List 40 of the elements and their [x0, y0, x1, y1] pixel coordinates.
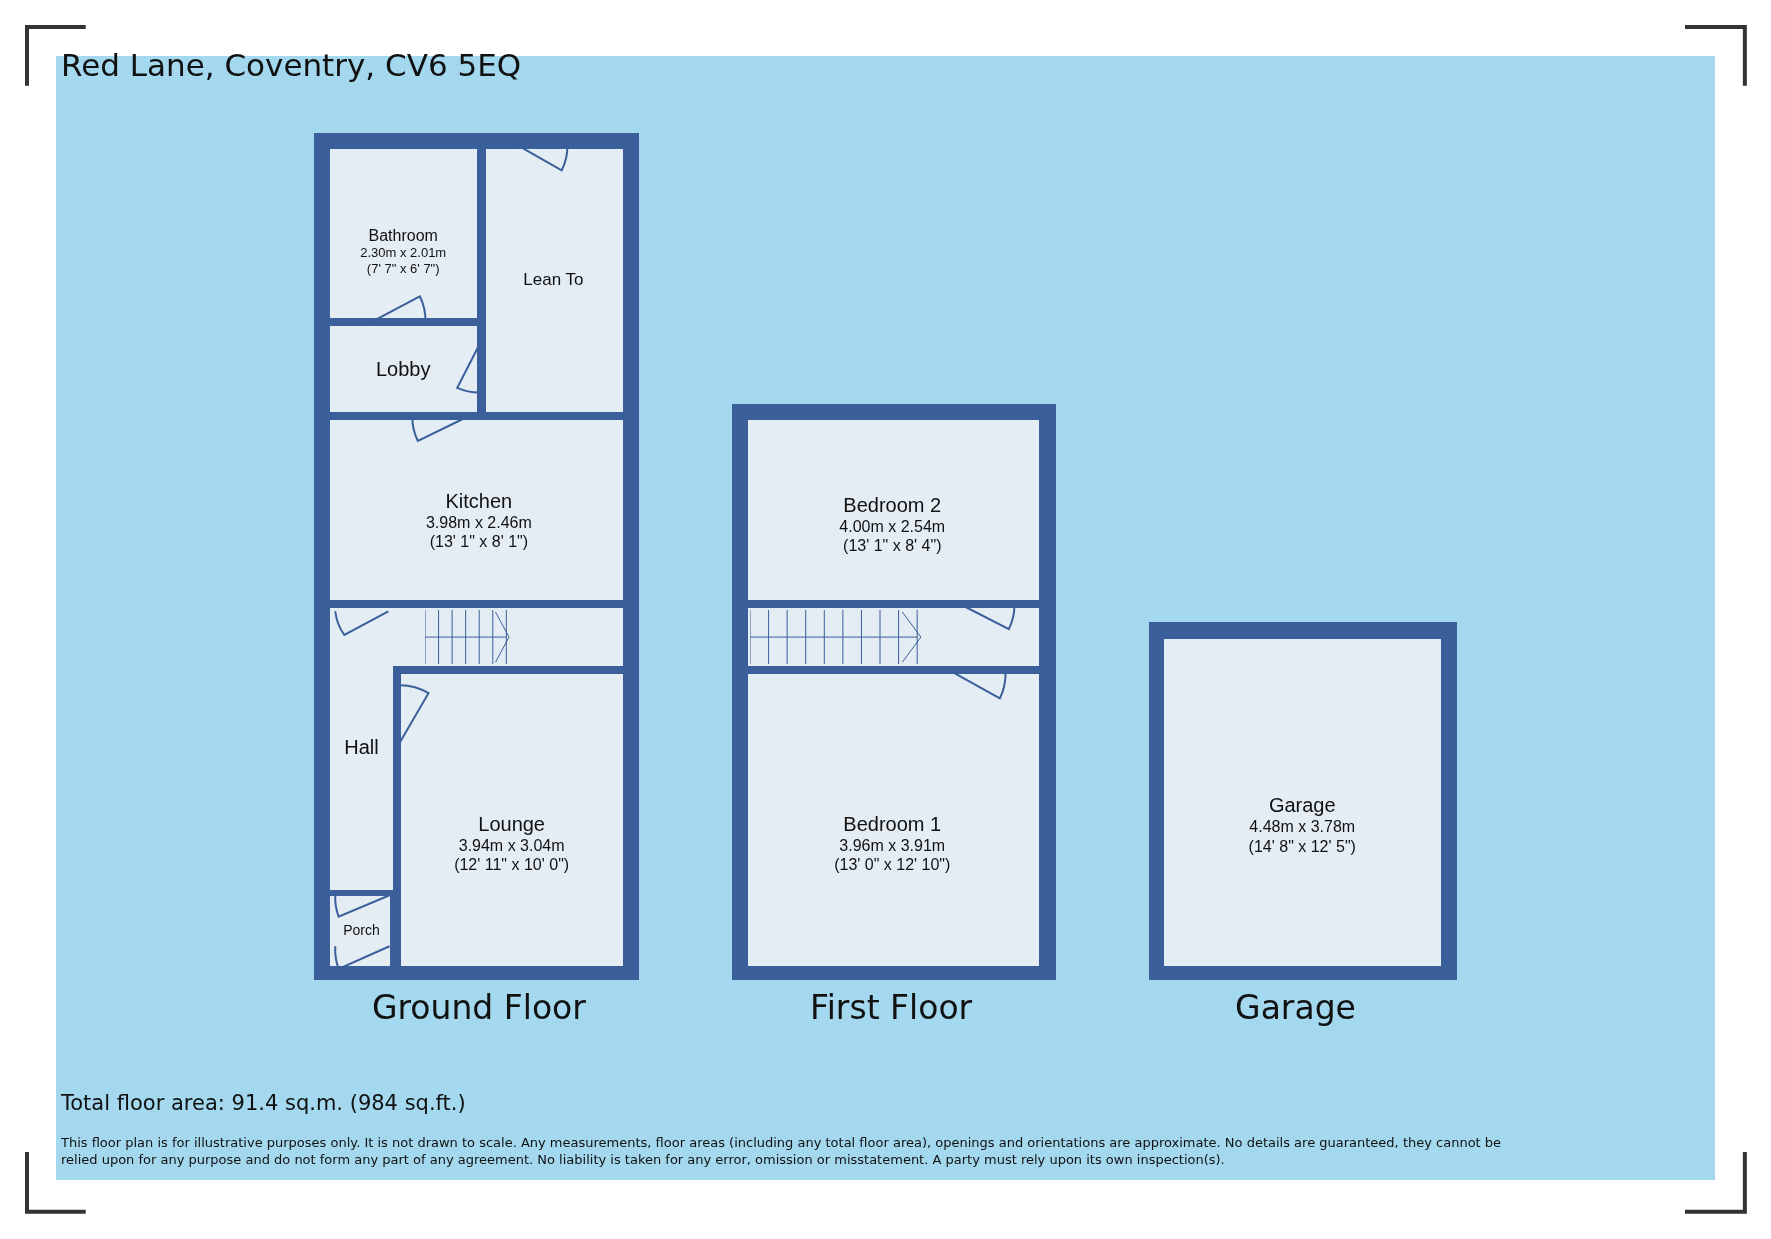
room-name: Lobby: [375, 357, 431, 382]
room-dimensions: (13' 1" x 8' 1"): [428, 531, 530, 551]
room-area: [747, 674, 1040, 966]
room-area: [400, 674, 624, 966]
total-area-note: Total floor area: 91.4 sq.m. (984 sq.ft.): [61, 1089, 467, 1117]
room-dimensions: (13' 1" x 8' 4"): [842, 536, 943, 556]
room-dimensions: 2.30m x 2.01m: [360, 244, 447, 261]
room-area: [329, 420, 624, 600]
room-name: Hall: [344, 734, 379, 759]
disclaimer-text: This floor plan is for illustrative purposes only. It is not drawn to scale. Any measurements, floor areas (including any total floor area), openings and orientations are approximate. No details are guaranteed, they cannot be relied upon for any purpose and do not form any part of any agreement. No liability is taken for any error, omission or misstatement. A party must rely upon its own inspection(s).: [61, 1135, 1503, 1169]
room-name: Bedroom 2: [842, 492, 943, 517]
room-name: Bedroom 1: [842, 811, 943, 836]
room-dimensions: 3.96m x 3.91m: [838, 835, 947, 855]
room-name: Porch: [343, 921, 380, 938]
room-area: [329, 149, 477, 319]
room-dimensions: 4.48m x 3.78m: [1248, 817, 1356, 837]
floor-label: Ground Floor: [371, 988, 586, 1028]
room-name: Garage: [1267, 793, 1337, 818]
room-dimensions: (14' 8" x 12' 5"): [1248, 836, 1356, 856]
room-name: Lounge: [477, 811, 546, 836]
room-name: Lean To: [523, 269, 584, 291]
room-area: [1164, 639, 1442, 966]
room-area: [329, 607, 394, 890]
room-area: [329, 326, 477, 413]
floor-label: Garage: [1235, 988, 1356, 1028]
floor-label: First Floor: [810, 988, 973, 1028]
room-dimensions: (13' 0" x 12' 10"): [834, 854, 951, 874]
room-area: [329, 895, 390, 966]
room-name: Kitchen: [444, 488, 514, 513]
room-area: [485, 149, 624, 413]
stair-area: [747, 607, 1040, 667]
room-dimensions: 4.00m x 2.54m: [839, 516, 946, 537]
room-name: Bathroom: [367, 225, 439, 245]
room-dimensions: (12' 11" x 10' 0"): [454, 854, 570, 874]
room-dimensions: 3.98m x 2.46m: [425, 512, 532, 532]
plan-title: Red Lane, Coventry, CV6 5EQ: [61, 47, 522, 84]
room-dimensions: (7' 7" x 6' 7"): [365, 260, 441, 276]
room-area: [747, 420, 1040, 600]
stair-area: [393, 607, 624, 667]
room-dimensions: 3.94m x 3.04m: [457, 835, 566, 855]
